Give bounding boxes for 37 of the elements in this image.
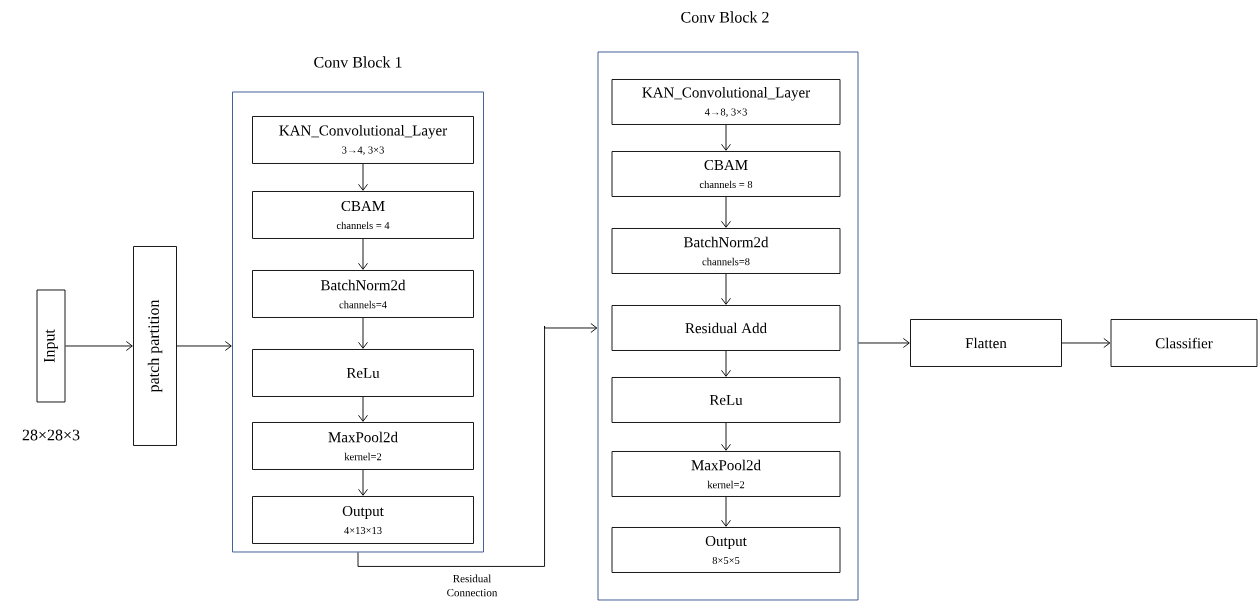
process-box: MaxPool2d kernel=2: [611, 451, 841, 497]
process-box: patch partition: [133, 246, 177, 446]
arrow: [358, 163, 368, 191]
process-box: BatchNorm2d channels=8: [611, 228, 841, 274]
process-box: CBAM channels = 8: [611, 151, 841, 197]
process-box: KAN_Convolutional_Layer 4→8, 3×3: [611, 79, 841, 125]
arrow: [358, 469, 368, 496]
arrow: [358, 396, 368, 422]
node-label: Conv Block 1: [314, 56, 402, 68]
arrow: [721, 496, 731, 527]
arrow: [65, 341, 133, 351]
arrow: [721, 196, 731, 228]
arrow: [858, 338, 910, 348]
arrow: [721, 124, 731, 151]
arrow: [1061, 338, 1111, 348]
process-box: Output 4×13×13: [252, 496, 474, 544]
arrow: [358, 238, 368, 270]
process-box: MaxPool2d kernel=2: [252, 422, 474, 470]
process-box: CBAM channels = 4: [252, 191, 474, 239]
arrow: [358, 317, 368, 349]
process-box: Flatten: [910, 319, 1062, 367]
size-label: 28×28×3: [22, 429, 80, 441]
process-box: Output 8×5×5: [611, 527, 841, 573]
arrow: [176, 341, 232, 351]
node-label: Conv Block 2: [681, 11, 769, 23]
arrow: [721, 422, 731, 451]
arrow: [721, 273, 731, 305]
process-box: ReLu: [611, 377, 841, 423]
arrow: [721, 350, 731, 377]
edge-label: Residual Connection: [436, 573, 508, 598]
process-box: Input: [36, 289, 66, 403]
process-box: BatchNorm2d channels=4: [252, 270, 474, 318]
process-box: ReLu: [252, 349, 474, 397]
process-box: Classifier: [1110, 319, 1258, 367]
process-box: Residual Add: [611, 305, 841, 351]
arrow: [357, 323, 598, 567]
process-box: KAN_Convolutional_Layer 3→4, 3×3: [252, 116, 474, 164]
